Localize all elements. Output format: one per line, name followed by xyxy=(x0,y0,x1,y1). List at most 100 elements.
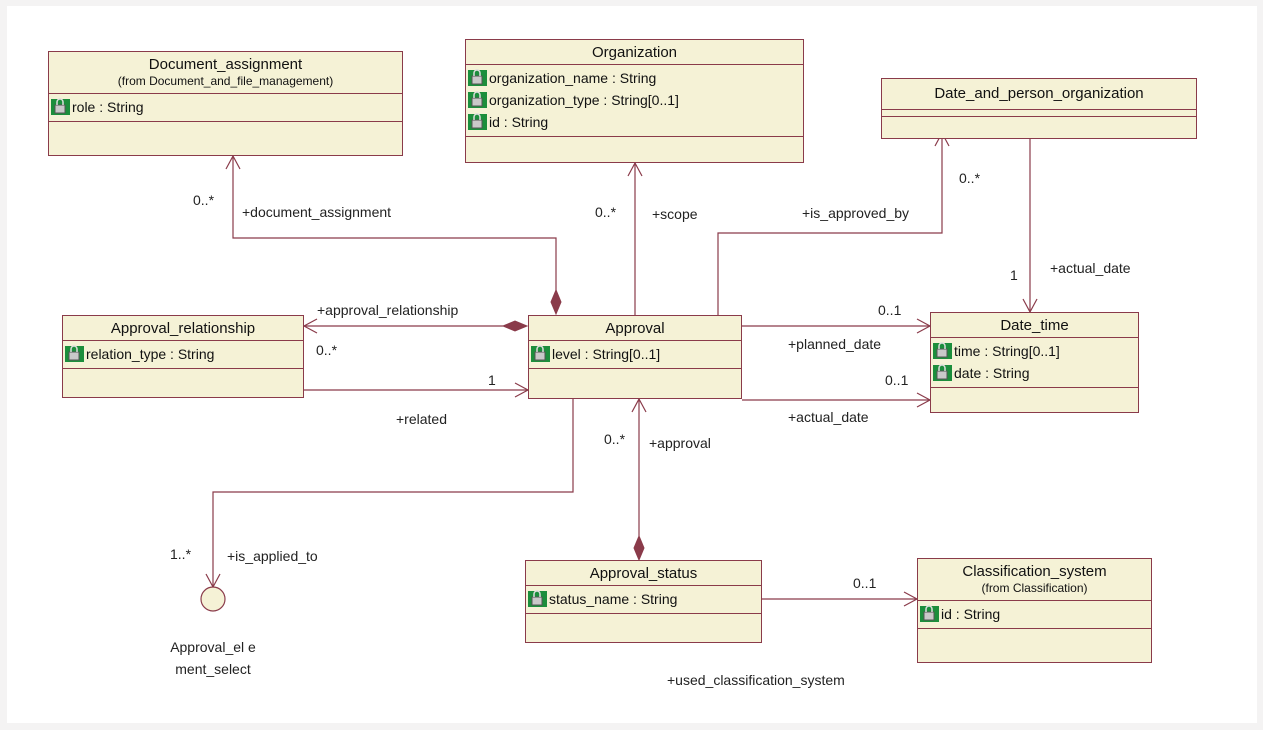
class-name: Classification_system xyxy=(962,563,1107,580)
attribute-row[interactable]: organization_type : String[0..1] xyxy=(468,89,801,111)
class-name: Approval_status xyxy=(589,565,698,582)
edge-document-assignment xyxy=(232,156,557,296)
class-attributes: status_name : String xyxy=(526,586,761,614)
class-attributes: time : String[0..1] date : String xyxy=(931,338,1138,388)
class-attributes: level : String[0..1] xyxy=(529,341,741,369)
attribute-row[interactable]: relation_type : String xyxy=(65,343,301,365)
class-attributes: relation_type : String xyxy=(63,341,303,369)
attribute-text: role : String xyxy=(72,99,144,115)
multiplicity-date-person: 0..* xyxy=(959,170,981,186)
class-attributes: id : String xyxy=(918,601,1151,629)
lock-attribute-icon xyxy=(51,98,70,116)
attribute-row[interactable]: id : String xyxy=(468,111,801,133)
attribute-text: id : String xyxy=(489,114,549,130)
association-lines xyxy=(200,131,1038,612)
arrowhead-approval-relationship xyxy=(302,318,318,334)
lock-attribute-icon xyxy=(468,69,487,87)
interface-label-line1: Approval_el e xyxy=(170,639,256,655)
attribute-row[interactable]: role : String xyxy=(51,96,400,118)
class-header: Date_time xyxy=(931,313,1138,338)
class-name: Approval xyxy=(605,320,665,337)
class-operations xyxy=(931,388,1138,402)
class-approval[interactable]: Approval level : String[0..1] xyxy=(528,315,742,399)
class-classification-system[interactable]: Classification_system (from Classificati… xyxy=(917,558,1152,663)
class-header: Approval_status xyxy=(526,561,761,586)
class-date-time[interactable]: Date_time time : String[0..1] date : Str… xyxy=(930,312,1139,413)
class-header: Date_and_person_organization xyxy=(882,79,1196,110)
multiplicity-actual-date: 0..1 xyxy=(885,372,909,388)
role-related: +related xyxy=(396,411,447,427)
attribute-row[interactable]: organization_name : String xyxy=(468,67,801,89)
class-header: Classification_system (from Classificati… xyxy=(918,559,1151,601)
attribute-text: organization_type : String[0..1] xyxy=(489,92,679,108)
lock-attribute-icon xyxy=(531,345,550,363)
multiplicity-is-applied-to: 1..* xyxy=(170,546,192,562)
attribute-text: status_name : String xyxy=(549,591,678,607)
attribute-row[interactable]: date : String xyxy=(933,362,1136,384)
class-attributes: organization_name : String organization_… xyxy=(466,65,803,137)
lock-attribute-icon xyxy=(65,345,84,363)
composite-diamond-status xyxy=(633,534,645,562)
arrowhead-scope xyxy=(627,161,643,177)
attribute-row[interactable]: id : String xyxy=(920,603,1149,625)
class-header: Document_assignment (from Document_and_f… xyxy=(49,52,402,94)
role-approval: +approval xyxy=(649,435,711,451)
multiplicity-scope: 0..* xyxy=(595,204,617,220)
attribute-row[interactable]: status_name : String xyxy=(528,588,759,610)
class-name: Date_and_person_organization xyxy=(934,85,1144,102)
class-name: Approval_relationship xyxy=(110,320,256,337)
class-header: Approval xyxy=(529,316,741,341)
lock-attribute-icon xyxy=(468,113,487,131)
multiplicity-approval-relationship: 0..* xyxy=(316,342,338,358)
role-used-classification-system: +used_classification_system xyxy=(667,672,845,688)
multiplicity-related: 1 xyxy=(488,372,496,388)
class-operations xyxy=(526,614,761,628)
multiplicity-planned-date: 0..1 xyxy=(878,302,902,318)
class-header: Organization xyxy=(466,40,803,65)
class-name: Document_assignment xyxy=(148,56,303,73)
attribute-text: time : String[0..1] xyxy=(954,343,1060,359)
class-attributes xyxy=(882,110,1196,117)
class-operations xyxy=(49,122,402,136)
interface-label-line2: ment_select xyxy=(175,661,251,677)
class-approval-status[interactable]: Approval_status status_name : String xyxy=(525,560,762,643)
composite-diamond-relationship xyxy=(501,320,529,332)
lock-attribute-icon xyxy=(933,342,952,360)
role-actual-date: +actual_date xyxy=(788,409,869,425)
multiplicity-approval: 0..* xyxy=(604,431,626,447)
class-name: Organization xyxy=(591,44,678,61)
class-operations xyxy=(466,137,803,151)
arrowhead-approval xyxy=(631,397,647,413)
class-operations xyxy=(918,629,1151,643)
class-document-assignment[interactable]: Document_assignment (from Document_and_f… xyxy=(48,51,403,156)
attribute-text: relation_type : String xyxy=(86,346,215,362)
class-approval-relationship[interactable]: Approval_relationship relation_type : St… xyxy=(62,315,304,398)
class-operations xyxy=(63,369,303,383)
multiplicity-actual-date-top: 1 xyxy=(1010,267,1018,283)
role-approval-relationship: +approval_relationship xyxy=(317,302,459,318)
attribute-row[interactable]: level : String[0..1] xyxy=(531,343,739,365)
attribute-text: organization_name : String xyxy=(489,70,657,86)
class-attributes: role : String xyxy=(49,94,402,122)
multiplicity-classification: 0..1 xyxy=(853,575,877,591)
diagram-canvas: Document_assignment (from Document_and_f… xyxy=(7,6,1257,723)
role-scope: +scope xyxy=(652,206,698,222)
role-planned-date: +planned_date xyxy=(788,336,882,352)
lock-attribute-icon xyxy=(933,364,952,382)
attribute-text: id : String xyxy=(941,606,1001,622)
attribute-row[interactable]: time : String[0..1] xyxy=(933,340,1136,362)
lock-attribute-icon xyxy=(528,590,547,608)
role-is-applied-to: +is_applied_to xyxy=(227,548,318,564)
role-actual-date-top: +actual_date xyxy=(1050,260,1131,276)
class-organization[interactable]: Organization organization_name : String … xyxy=(465,39,804,163)
role-is-approved-by: +is_approved_by xyxy=(802,205,910,221)
edge-is-approved-by xyxy=(717,133,943,315)
interface-circle[interactable] xyxy=(200,586,226,612)
class-package: (from Document_and_file_management) xyxy=(117,74,334,88)
multiplicity-document: 0..* xyxy=(193,192,215,208)
class-header: Approval_relationship xyxy=(63,316,303,341)
class-date-and-person-organization[interactable]: Date_and_person_organization xyxy=(881,78,1197,139)
arrowhead-document-assignment xyxy=(225,154,241,170)
class-name: Date_time xyxy=(1000,317,1069,334)
class-operations xyxy=(529,369,741,383)
